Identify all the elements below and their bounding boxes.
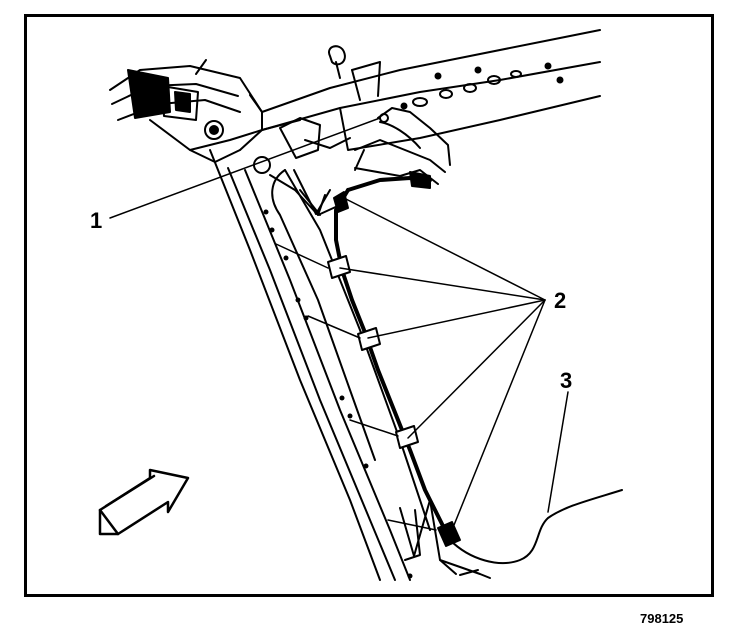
callout-3: 3 [560, 368, 573, 393]
pointer-marks [293, 149, 431, 557]
wiring-harness [334, 176, 623, 565]
harness-clips [327, 191, 461, 547]
pillar-body [209, 149, 491, 581]
roof-rail [249, 29, 601, 151]
roof-holes [400, 62, 564, 110]
pillar-holes [263, 209, 413, 579]
leader-lines [109, 117, 569, 531]
roof-bolt [328, 45, 381, 101]
callout-2: 2 [554, 288, 567, 313]
harness-bracket [279, 107, 451, 189]
figure-number: 798125 [640, 611, 684, 626]
header-cluster [109, 59, 301, 174]
callout-1: 1 [90, 208, 103, 233]
view-direction-arrow-icon [98, 468, 190, 536]
